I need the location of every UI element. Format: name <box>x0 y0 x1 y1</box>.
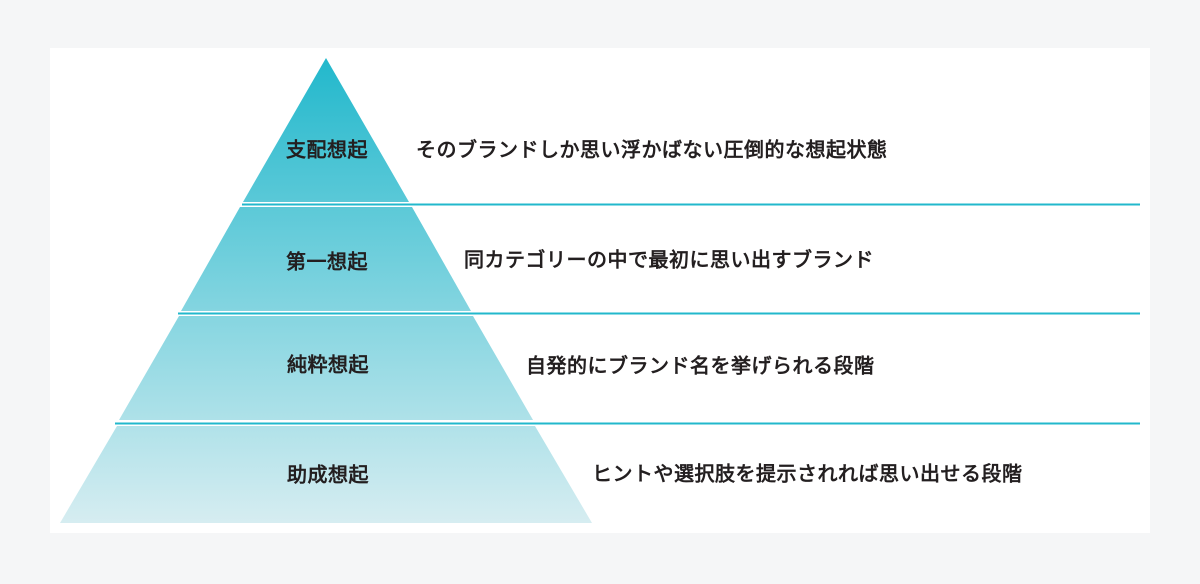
level-label-dominant: 支配想起 <box>286 137 368 162</box>
level-desc-aided: ヒントや選択肢を提示されれば思い出せる段階 <box>592 461 1023 486</box>
level-label-unaided: 純粋想起 <box>287 352 369 377</box>
pyramid-tier-3 <box>119 316 533 420</box>
level-desc-dominant: そのブランドしか思い浮かばない圧倒的な想起状態 <box>416 137 888 162</box>
level-desc-unaided: 自発的にブランド名を挙げられる段階 <box>526 353 875 378</box>
pyramid-tier-1 <box>243 58 409 202</box>
level-label-aided: 助成想起 <box>287 462 369 487</box>
pyramid-tier-4 <box>60 426 592 523</box>
level-desc-top-of-mind: 同カテゴリーの中で最初に思い出すブランド <box>464 247 874 272</box>
pyramid-tier-2 <box>181 207 471 311</box>
level-label-top-of-mind: 第一想起 <box>286 249 368 274</box>
